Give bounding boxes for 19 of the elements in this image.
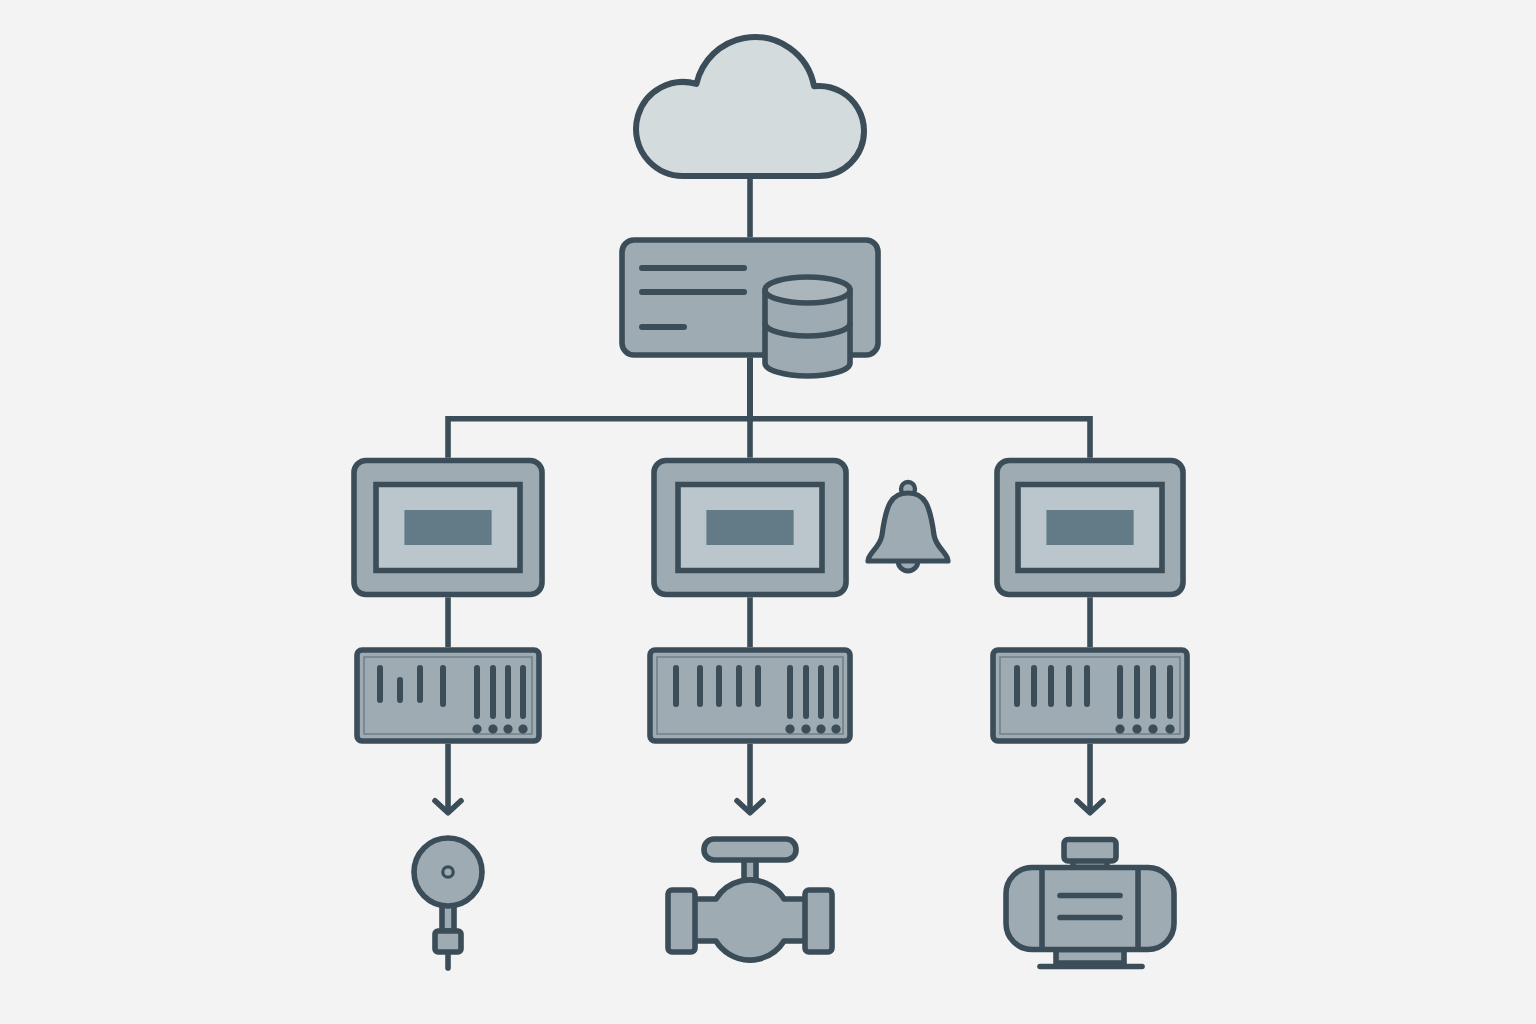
display-panel xyxy=(994,457,1186,598)
connector-line xyxy=(747,176,753,238)
connector-line xyxy=(445,597,451,648)
display-panel xyxy=(351,457,545,598)
arrow xyxy=(432,743,464,816)
database-server xyxy=(619,237,881,379)
display-panel xyxy=(651,457,849,598)
cloud xyxy=(633,34,867,179)
motor xyxy=(1003,836,1177,970)
arrow xyxy=(1074,743,1106,816)
io-module xyxy=(354,647,542,744)
sensor xyxy=(411,835,485,971)
connector-line xyxy=(747,597,753,648)
connector-line xyxy=(747,357,1093,458)
valve xyxy=(665,836,835,963)
arrow xyxy=(734,743,766,816)
io-module xyxy=(647,647,853,744)
connector-line xyxy=(1087,597,1093,648)
io-module xyxy=(990,647,1190,744)
